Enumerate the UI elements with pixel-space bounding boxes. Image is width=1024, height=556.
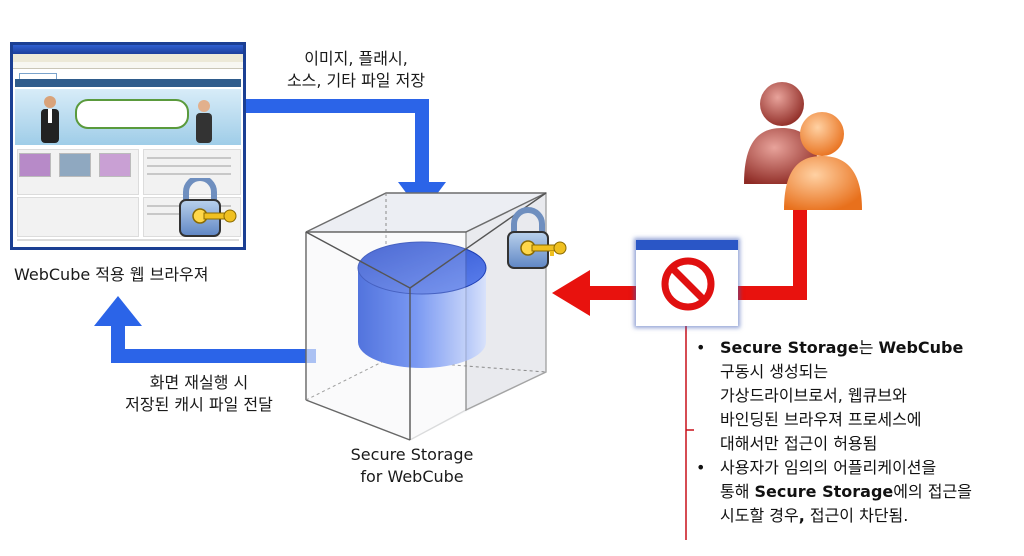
bullet-line: 시도할 경우, 접근이 차단됨.	[720, 504, 1004, 528]
webcube-browser-screenshot	[10, 42, 246, 250]
explanation-bullets: • Secure Storage는 WebCube 구동시 생성되는 가상드라이…	[694, 336, 1004, 528]
browser-address-bar	[13, 62, 243, 69]
bullet-line: 바인딩된 브라우져 프로세스에	[720, 410, 922, 429]
bullet-line: 대해서만 접근이 허용됨	[720, 434, 878, 453]
bullet-dot: •	[696, 458, 706, 477]
news-line	[147, 165, 231, 167]
product-thumb	[59, 153, 91, 177]
news-section	[143, 149, 241, 195]
bullet-text: 시도할 경우	[720, 506, 799, 525]
awards-section	[17, 197, 139, 237]
bullet-text-bold: Secure Storage	[720, 338, 859, 357]
forbidden-window	[636, 240, 738, 326]
bullet-text: 는	[858, 338, 879, 357]
site-nav-bar	[15, 79, 241, 87]
upload-label-line2: 소스, 기타 파일 저장	[286, 71, 426, 90]
product-thumb	[19, 153, 51, 177]
upload-label-line1: 이미지, 플래시,	[304, 49, 408, 68]
bullet-text: 에의 접근을	[893, 482, 972, 501]
product-thumb	[99, 153, 131, 177]
padlock-key-icon-storage	[507, 207, 567, 269]
replay-label-line2: 저장된 캐시 파일 전달	[125, 395, 273, 414]
upload-label: 이미지, 플래시, 소스, 기타 파일 저장	[258, 48, 454, 92]
storage-label-line1: Secure Storage	[350, 445, 474, 464]
replay-label: 화면 재실행 시 저장된 캐시 파일 전달	[98, 372, 300, 416]
bullet-line: 통해 Secure Storage에의 접근을	[720, 480, 1004, 504]
bullet-text: 접근이 차단됨.	[804, 506, 909, 525]
forbidden-window-titlebar	[636, 240, 738, 250]
site-hero-badge	[75, 99, 189, 129]
bullet-item: • Secure Storage는 WebCube 구동시 생성되는 가상드라이…	[694, 336, 1004, 456]
bullet-dot: •	[696, 338, 706, 357]
news-line	[147, 157, 231, 159]
bullet-line: 가상드라이브로서, 웹큐브와	[720, 386, 907, 405]
blue-arrow-return	[94, 296, 316, 363]
news-line	[147, 173, 231, 175]
users-icon	[744, 82, 862, 210]
bullet-line: Secure Storage는 WebCube	[720, 336, 1004, 360]
storage-label: Secure Storage for WebCube	[330, 444, 494, 488]
replay-label-line1: 화면 재실행 시	[149, 373, 249, 392]
bullet-text-bold: ,	[798, 506, 805, 525]
browser-caption: WebCube 적용 웹 브라우져	[14, 265, 209, 284]
storage-label-line2: for WebCube	[360, 467, 464, 486]
padlock-key-icon-browser	[179, 178, 237, 237]
footer-line	[17, 239, 239, 241]
person-figure-icon	[196, 100, 212, 143]
bullet-text-bold: WebCube	[878, 338, 964, 357]
bullet-text-bold: Secure Storage	[754, 482, 894, 501]
person-figure-icon	[41, 96, 59, 143]
bullet-text: 통해	[720, 482, 755, 501]
browser-title-bar	[13, 45, 243, 54]
storage-cylinder	[357, 241, 487, 368]
bullet-item: • 사용자가 임의의 어플리케이션을 통해 Secure Storage에의 접…	[694, 456, 1004, 528]
callout-line	[685, 326, 694, 540]
no-entry-sign-icon	[661, 257, 715, 311]
bullet-line: 사용자가 임의의 어플리케이션을	[720, 458, 937, 477]
bullet-line: 구동시 생성되는	[720, 362, 829, 381]
